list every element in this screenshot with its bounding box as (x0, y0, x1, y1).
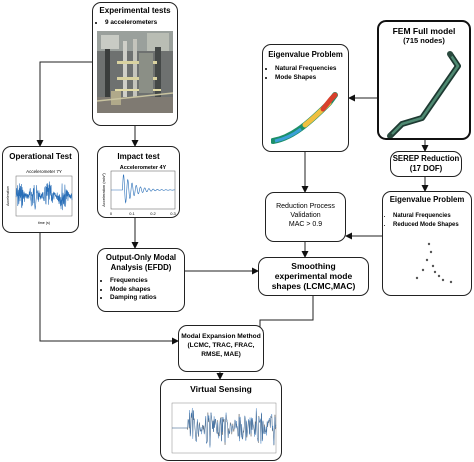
smoothing-title-line3: shapes (LCMC,MAC) (271, 281, 356, 291)
impact-xtick-3: 0.3 (170, 211, 176, 216)
virtual-sensing-title: Virtual Sensing (190, 384, 252, 394)
oma-box: Output-Only Modal Analysis (EFDD) Freque… (97, 248, 185, 312)
bullet-reduced-natural-frequencies: Natural Frequencies (393, 212, 471, 221)
bullet-frequencies: Frequencies (110, 277, 184, 286)
validation-line1: Reduction Process (276, 203, 335, 210)
eigenvalue-full-title: Eigenvalue Problem (268, 50, 343, 59)
expansion-box: Modal Expansion Method (LCMC, TRAC, FRAC… (178, 325, 264, 372)
validation-line2: Validation (290, 212, 321, 219)
expansion-title-line2: (LCMC, TRAC, FRAC, (187, 342, 255, 349)
fem-title-line1: FEM Full model (392, 26, 456, 36)
bullet-oma-mode-shapes: Mode shapes (110, 286, 184, 295)
operational-signal-plot: Accelerometer 7Y Acceleration time (s) (6, 169, 73, 225)
impact-xtick-1: 0.1 (129, 211, 135, 216)
impact-test-title: Impact test (117, 152, 160, 161)
virtual-sensing-box: Virtual Sensing (160, 379, 282, 461)
smoothing-box: Smoothing experimental mode shapes (LCMC… (258, 257, 369, 296)
fem-title-line2: (715 nodes) (403, 36, 445, 45)
eigenvalue-reduced-bullets: Natural Frequencies Reduced Mode Shapes (383, 212, 471, 229)
facility-photo-image (96, 30, 174, 113)
operational-ylabel: Acceleration (6, 186, 10, 206)
eigenvalue-full-bullets: Natural Frequencies Mode Shapes (263, 65, 348, 82)
operational-xlabel: time (s) (38, 221, 50, 225)
smoothing-title-line2: experimental mode (274, 271, 353, 281)
oma-title-line2: Analysis (EFDD) (110, 263, 172, 272)
facility-photo (96, 30, 174, 113)
operational-test-title: Operational Test (9, 152, 72, 161)
impact-test-box: Impact test Accelerometer 4Y Acceleratio… (97, 146, 180, 218)
impact-xtick-2: 0.2 (150, 211, 156, 216)
bullet-accelerometers: 9 accelerometers (105, 19, 177, 28)
validation-line3: MAC > 0.9 (288, 221, 323, 228)
arrow-operational-to-expansion (39, 233, 179, 345)
arrow-exp-to-operational (36, 61, 92, 147)
expansion-title-line3: RMSE, MAE) (201, 351, 241, 358)
experimental-tests-title: Experimental tests (99, 6, 171, 15)
expansion-title-line1: Modal Expansion Method (181, 333, 261, 340)
reduction-validation-box: Reduction Process Validation MAC > 0.9 (265, 192, 346, 242)
experimental-bullets: 9 accelerometers (93, 19, 177, 28)
bullet-reduced-mode-shapes: Reduced Mode Shapes (393, 221, 471, 230)
impact-plot-title: Accelerometer 4Y (120, 165, 167, 171)
arrow-smoothing-to-expansion (256, 296, 314, 337)
operational-test-box: Operational Test Accelerometer 7Y Accele… (2, 146, 79, 233)
operational-plot-title: Accelerometer 7Y (26, 169, 62, 174)
smoothing-title-line1: Smoothing (291, 261, 336, 271)
oma-bullets: Frequencies Mode shapes Damping ratios (98, 277, 184, 303)
eigenvalue-reduced-title: Eigenvalue Problem (389, 195, 465, 204)
bullet-damping-ratios: Damping ratios (110, 294, 184, 303)
virtual-sensing-plot (171, 402, 277, 454)
fem-pipe-model (387, 51, 461, 138)
bullet-mode-shapes: Mode Shapes (275, 74, 348, 83)
fem-full-model-box: FEM Full model (715 nodes) (377, 20, 471, 140)
impact-signal-plot: Accelerometer 4Y Acceleration (m/s²) 0 0… (101, 165, 177, 216)
serep-reduction-box: SEREP Reduction (17 DOF) (390, 151, 462, 177)
oma-title-line1: Output-Only Modal (105, 253, 177, 262)
reduced-mode-shape-points (415, 242, 453, 284)
bullet-natural-frequencies: Natural Frequencies (275, 65, 348, 74)
mode-shape-image (271, 92, 338, 144)
impact-ylabel: Acceleration (m/s²) (101, 173, 106, 207)
serep-title-line2: (17 DOF) (409, 164, 443, 173)
experimental-tests-box: Experimental tests 9 accelerometers (92, 2, 178, 126)
impact-xtick-0: 0 (110, 211, 113, 216)
eigenvalue-full-box: Eigenvalue Problem Natural Frequencies M… (262, 44, 349, 152)
eigenvalue-reduced-box: Eigenvalue Problem Natural Frequencies R… (382, 191, 472, 296)
serep-title-line1: SEREP Reduction (392, 154, 460, 163)
